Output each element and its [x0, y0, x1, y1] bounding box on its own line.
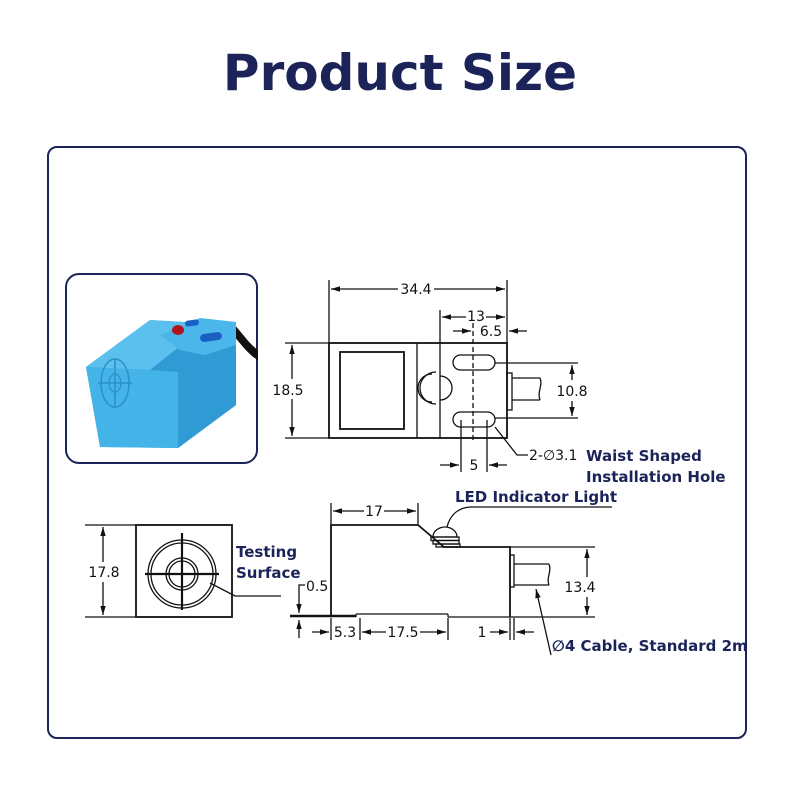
dim-offset: 5.3 — [334, 625, 356, 641]
dim-recess-length: 17.5 — [387, 625, 418, 641]
mounting-slot — [452, 354, 496, 371]
dim-hole-center: 6.5 — [480, 324, 502, 340]
dim-hole-spacing: 10.8 — [556, 384, 587, 400]
led-label: LED Indicator Light — [455, 488, 617, 506]
dim-front-height: 17.8 — [88, 565, 119, 581]
dim-height: 18.5 — [272, 383, 303, 399]
mounting-slot — [452, 411, 496, 428]
dim-recess: 0.5 — [306, 579, 328, 595]
diagram-frame — [47, 146, 747, 739]
testing-label-line1: Testing — [236, 543, 297, 561]
dim-top-length: 17 — [365, 504, 383, 520]
led-indicator — [432, 526, 458, 538]
side-view: LED Indicator Light 17 13.4 0.5 5.3 17.5 — [290, 488, 748, 656]
product-photo — [65, 273, 258, 464]
dim-gap: 1 — [478, 625, 487, 641]
hole-spec: 2-∅3.1 — [529, 448, 577, 464]
dim-width: 34.4 — [400, 282, 431, 298]
dim-hole-offset: 13 — [467, 309, 485, 325]
dim-slot-length: 5 — [470, 458, 479, 474]
page-title: Product Size — [222, 44, 578, 102]
led-icon — [172, 325, 184, 335]
hole-label-line2: Installation Hole — [586, 468, 726, 486]
hole-label-line1: Waist Shaped — [586, 447, 702, 465]
top-view: 34.4 13 6.5 18.5 10.8 5 2-∅3.1 Waist Sha… — [272, 280, 726, 486]
testing-label-line2: Surface — [236, 564, 301, 582]
dim-side-height: 13.4 — [564, 580, 595, 596]
front-view: 17.8 Testing Surface — [85, 524, 301, 618]
cable-label: ∅4 Cable, Standard 2m — [552, 637, 748, 655]
